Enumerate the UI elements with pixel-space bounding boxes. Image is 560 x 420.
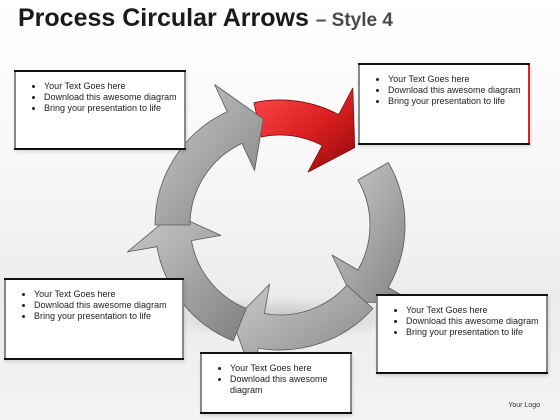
ring-arrow — [331, 162, 415, 303]
text-box-bottom-left: Your Text Goes here Download this awesom… — [4, 278, 184, 360]
bullet-item: Download this awesome diagram — [230, 374, 352, 396]
text-box-bottom-right: Your Text Goes here Download this awesom… — [376, 294, 548, 374]
bullet-item: Bring your presentation to life — [44, 103, 186, 114]
text-box-bullets: Your Text Goes here Download this awesom… — [4, 289, 184, 322]
page-title: Process Circular Arrows – Style 4 — [18, 4, 393, 33]
ring-arrow-highlighted — [253, 87, 356, 173]
bullet-item: Your Text Goes here — [406, 305, 548, 316]
text-box-bottom-center: Your Text Goes here Download this awesom… — [200, 352, 352, 414]
bullet-item: Download this awesome diagram — [388, 85, 530, 96]
title-main: Process Circular Arrows — [18, 4, 309, 32]
bullet-item: Bring your presentation to life — [406, 327, 548, 338]
ring-arrow — [127, 213, 247, 342]
bullet-item: Your Text Goes here — [34, 289, 184, 300]
bullet-item: Download this awesome diagram — [406, 316, 548, 327]
text-box-top-left: Your Text Goes here Download this awesom… — [14, 70, 186, 150]
text-box-bullets: Your Text Goes here Download this awesom… — [14, 81, 186, 114]
text-box-bullets: Your Text Goes here Download this awesom… — [200, 363, 352, 396]
text-box-top-right: Your Text Goes here Download this awesom… — [358, 63, 530, 145]
ring-arrow — [232, 283, 374, 378]
bullet-item: Your Text Goes here — [388, 74, 530, 85]
title-subtitle: – Style 4 — [315, 10, 393, 31]
bullet-item: Bring your presentation to life — [388, 96, 530, 107]
ring-arrow — [154, 84, 264, 226]
bullet-item: Your Text Goes here — [44, 81, 186, 92]
bullet-item: Download this awesome diagram — [34, 300, 184, 311]
text-box-bullets: Your Text Goes here Download this awesom… — [358, 74, 530, 107]
bullet-item: Bring your presentation to life — [34, 311, 184, 322]
bullet-item: Your Text Goes here — [230, 363, 352, 374]
text-box-bullets: Your Text Goes here Download this awesom… — [376, 305, 548, 338]
bullet-item: Download this awesome diagram — [44, 92, 186, 103]
logo-text: Your Logo — [508, 402, 540, 409]
